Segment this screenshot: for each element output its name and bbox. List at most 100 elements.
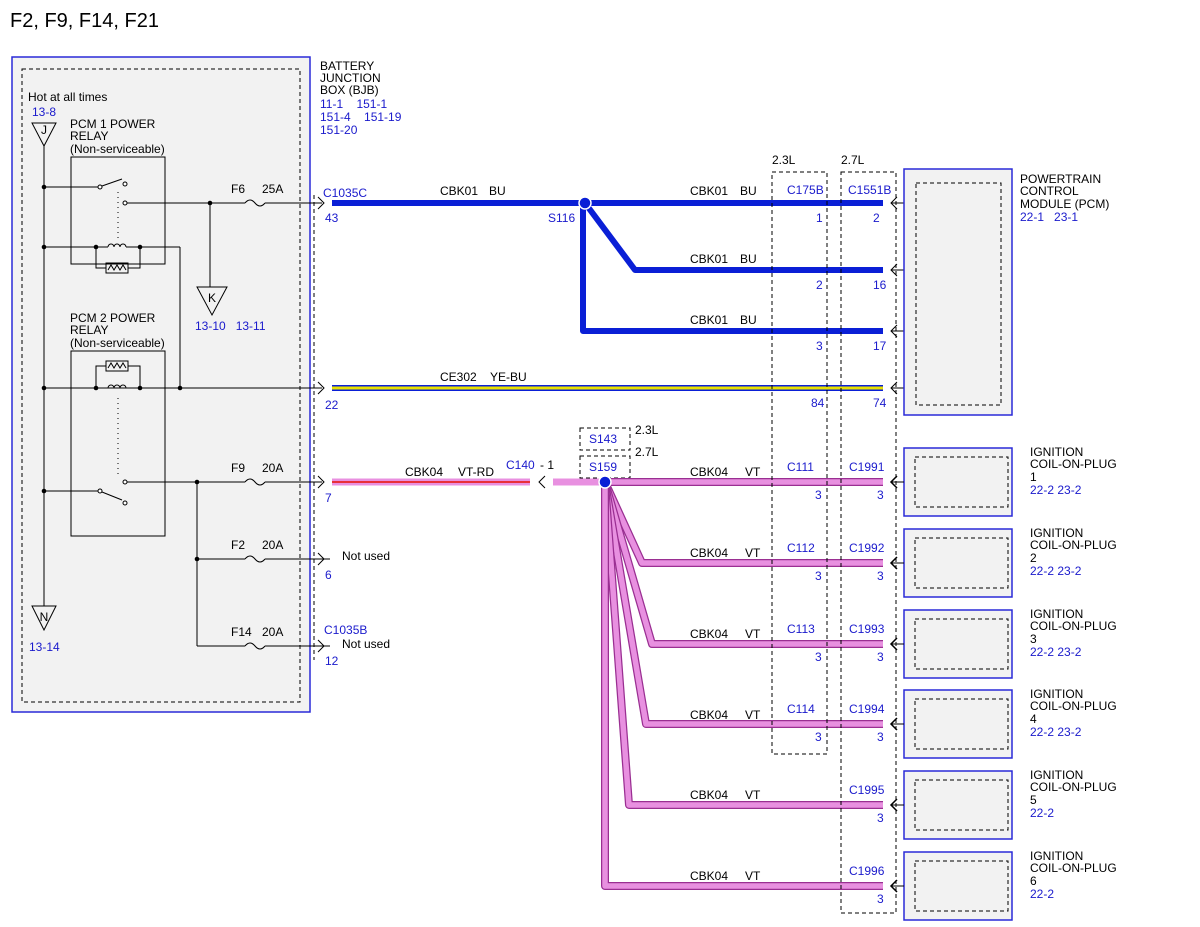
relay1-label-line-3: (Non-serviceable) <box>70 142 165 156</box>
ground-k: K 13-10 13-11 <box>195 286 266 333</box>
ground-k-letter: K <box>208 291 216 305</box>
engine-27l-label: 2.7L <box>635 445 659 459</box>
c1551b-label[interactable]: C1551B <box>848 183 891 197</box>
coil-name-line-2: COIL-ON-PLUG <box>1030 861 1117 875</box>
wire-label-circuit: CBK01 <box>440 184 478 198</box>
pin-7: 7 <box>325 491 332 505</box>
pcm2-power-relay: PCM 2 POWER RELAY (Non-serviceable) <box>44 311 166 537</box>
coil-refs[interactable]: 22-2 <box>1030 887 1054 901</box>
coil-refs[interactable]: 22-2 23-2 <box>1030 725 1082 739</box>
pcm-pin-27l: 16 <box>873 278 887 292</box>
coil-inner-dashed <box>914 698 1009 750</box>
splice-s116-label[interactable]: S116 <box>548 211 575 225</box>
wire-label-color: VT <box>745 708 761 722</box>
ground-k-refs[interactable]: 13-10 13-11 <box>195 319 266 333</box>
bjb-name-line-1: BATTERY <box>320 59 374 73</box>
bjb-inner-dashed <box>21 68 301 703</box>
bjb-ref-line-1[interactable]: 11-1 151-1 <box>320 97 387 111</box>
c1035c-label[interactable]: C1035C <box>323 186 367 200</box>
c175b-label[interactable]: C175B <box>787 183 824 197</box>
relay1-switch-contact <box>122 181 128 187</box>
engine-27l-label: 2.7L <box>841 153 865 167</box>
relay1-switch-contact <box>97 184 103 190</box>
relay2-switch-contact <box>122 500 128 506</box>
coil-name-line-2: COIL-ON-PLUG <box>1030 619 1117 633</box>
coil-connector-27l[interactable]: C1993 <box>849 622 885 636</box>
fuse-f14-rating: 20A <box>262 625 283 639</box>
coil-name-line-3: 2 <box>1030 551 1037 565</box>
bjb-ref-line-3[interactable]: 151-20 <box>320 123 358 137</box>
connector-chevron-icon <box>317 639 325 653</box>
coil-connector-27l[interactable]: C1995 <box>849 783 885 797</box>
cbk01-wire-branch-17 <box>580 203 883 334</box>
coil-refs[interactable]: 22-2 <box>1030 806 1054 820</box>
vt-wire-coil-6 <box>602 482 883 889</box>
wire-label-color: BU <box>740 252 757 266</box>
hot-at-all-times-label: Hot at all times <box>28 90 107 104</box>
coil-refs[interactable]: 22-2 23-2 <box>1030 483 1082 497</box>
relay1-coil-icon <box>107 243 127 248</box>
wire-label-circuit: CBK04 <box>690 788 728 802</box>
coil-pin-23l: 3 <box>815 569 822 583</box>
relay1-output-contact <box>122 200 128 206</box>
coil-connector-23l[interactable]: C113 <box>787 622 815 636</box>
coil-connector-27l[interactable]: C1996 <box>849 864 885 878</box>
pcm1-power-relay: PCM 1 POWER RELAY (Non-serviceable) <box>44 117 180 274</box>
wire-label-circuit: CBK04 <box>690 546 728 560</box>
coil-name-line-3: 5 <box>1030 793 1037 807</box>
splice-s143-label[interactable]: S143 <box>589 432 617 446</box>
ground-n-ref-link[interactable]: 13-14 <box>29 640 60 654</box>
bjb-ref-line-2[interactable]: 151-4 151-19 <box>320 110 402 124</box>
coil-inner-dashed <box>914 618 1009 670</box>
pcm-inner-dashed <box>915 182 1002 406</box>
pcm-refs[interactable]: 22-1 23-1 <box>1020 210 1078 224</box>
pcm-pin-23l: 84 <box>811 396 825 410</box>
pin-22: 22 <box>325 398 339 412</box>
wire-label-color: BU <box>740 313 757 327</box>
splice-s159-label[interactable]: S159 <box>589 460 617 474</box>
coil-connector-23l[interactable]: C111 <box>787 460 814 474</box>
ground-j-triangle-icon <box>31 122 57 148</box>
wire-label-color: VT <box>745 465 761 479</box>
hot-ref-link[interactable]: 13-8 <box>32 105 56 119</box>
connector-chevron-icon <box>317 381 325 395</box>
coil-inner-dashed <box>914 860 1009 912</box>
relay1-body <box>70 156 166 265</box>
c1035b-label[interactable]: C1035B <box>324 623 367 637</box>
coil-pin-23l: 3 <box>815 650 822 664</box>
fuse-f2-name: F2 <box>231 538 245 552</box>
coil-name-line-2: COIL-ON-PLUG <box>1030 780 1117 794</box>
vt-wire-outline <box>601 481 883 728</box>
fuse-f14: F14 20A <box>231 625 283 650</box>
connector-column-23l <box>771 171 828 755</box>
relay2-switch-contact <box>97 488 103 494</box>
fuse-f6-icon <box>244 199 266 207</box>
coil-name-line-2: COIL-ON-PLUG <box>1030 699 1117 713</box>
coil-connector-23l[interactable]: C112 <box>787 541 815 555</box>
coil-connector-27l[interactable]: C1992 <box>849 541 885 555</box>
coil-name-line-1: IGNITION <box>1030 768 1083 782</box>
coil-pin-27l: 3 <box>877 892 884 906</box>
wire-label-circuit: CBK01 <box>690 252 728 266</box>
relay2-output-contact <box>122 479 128 485</box>
coil-refs[interactable]: 22-2 23-2 <box>1030 645 1082 659</box>
coil-inner-dashed <box>914 456 1009 508</box>
battery-junction-box: BATTERY JUNCTION BOX (BJB) 11-1 151-1 15… <box>11 56 402 713</box>
coil-connector-23l[interactable]: C114 <box>787 702 815 716</box>
s159-box <box>579 455 631 479</box>
pcm-name-line-1: POWERTRAIN <box>1020 172 1101 186</box>
coil-connector-27l[interactable]: C1994 <box>849 702 885 716</box>
relay2-switch-blade <box>101 491 123 501</box>
c140-pin: - 1 <box>540 458 554 472</box>
coil-connector-27l[interactable]: C1991 <box>849 460 885 474</box>
wire-label-circuit: CBK01 <box>690 313 728 327</box>
coil-name-line-3: 6 <box>1030 874 1037 888</box>
not-used-label: Not used <box>342 637 390 651</box>
coil-refs[interactable]: 22-2 23-2 <box>1030 564 1082 578</box>
relay1-resistor-leads <box>95 247 141 269</box>
c140-label[interactable]: C140 <box>506 458 535 472</box>
wire-label-circuit: CBK01 <box>690 184 728 198</box>
vt-wire-coil-5 <box>602 481 883 808</box>
